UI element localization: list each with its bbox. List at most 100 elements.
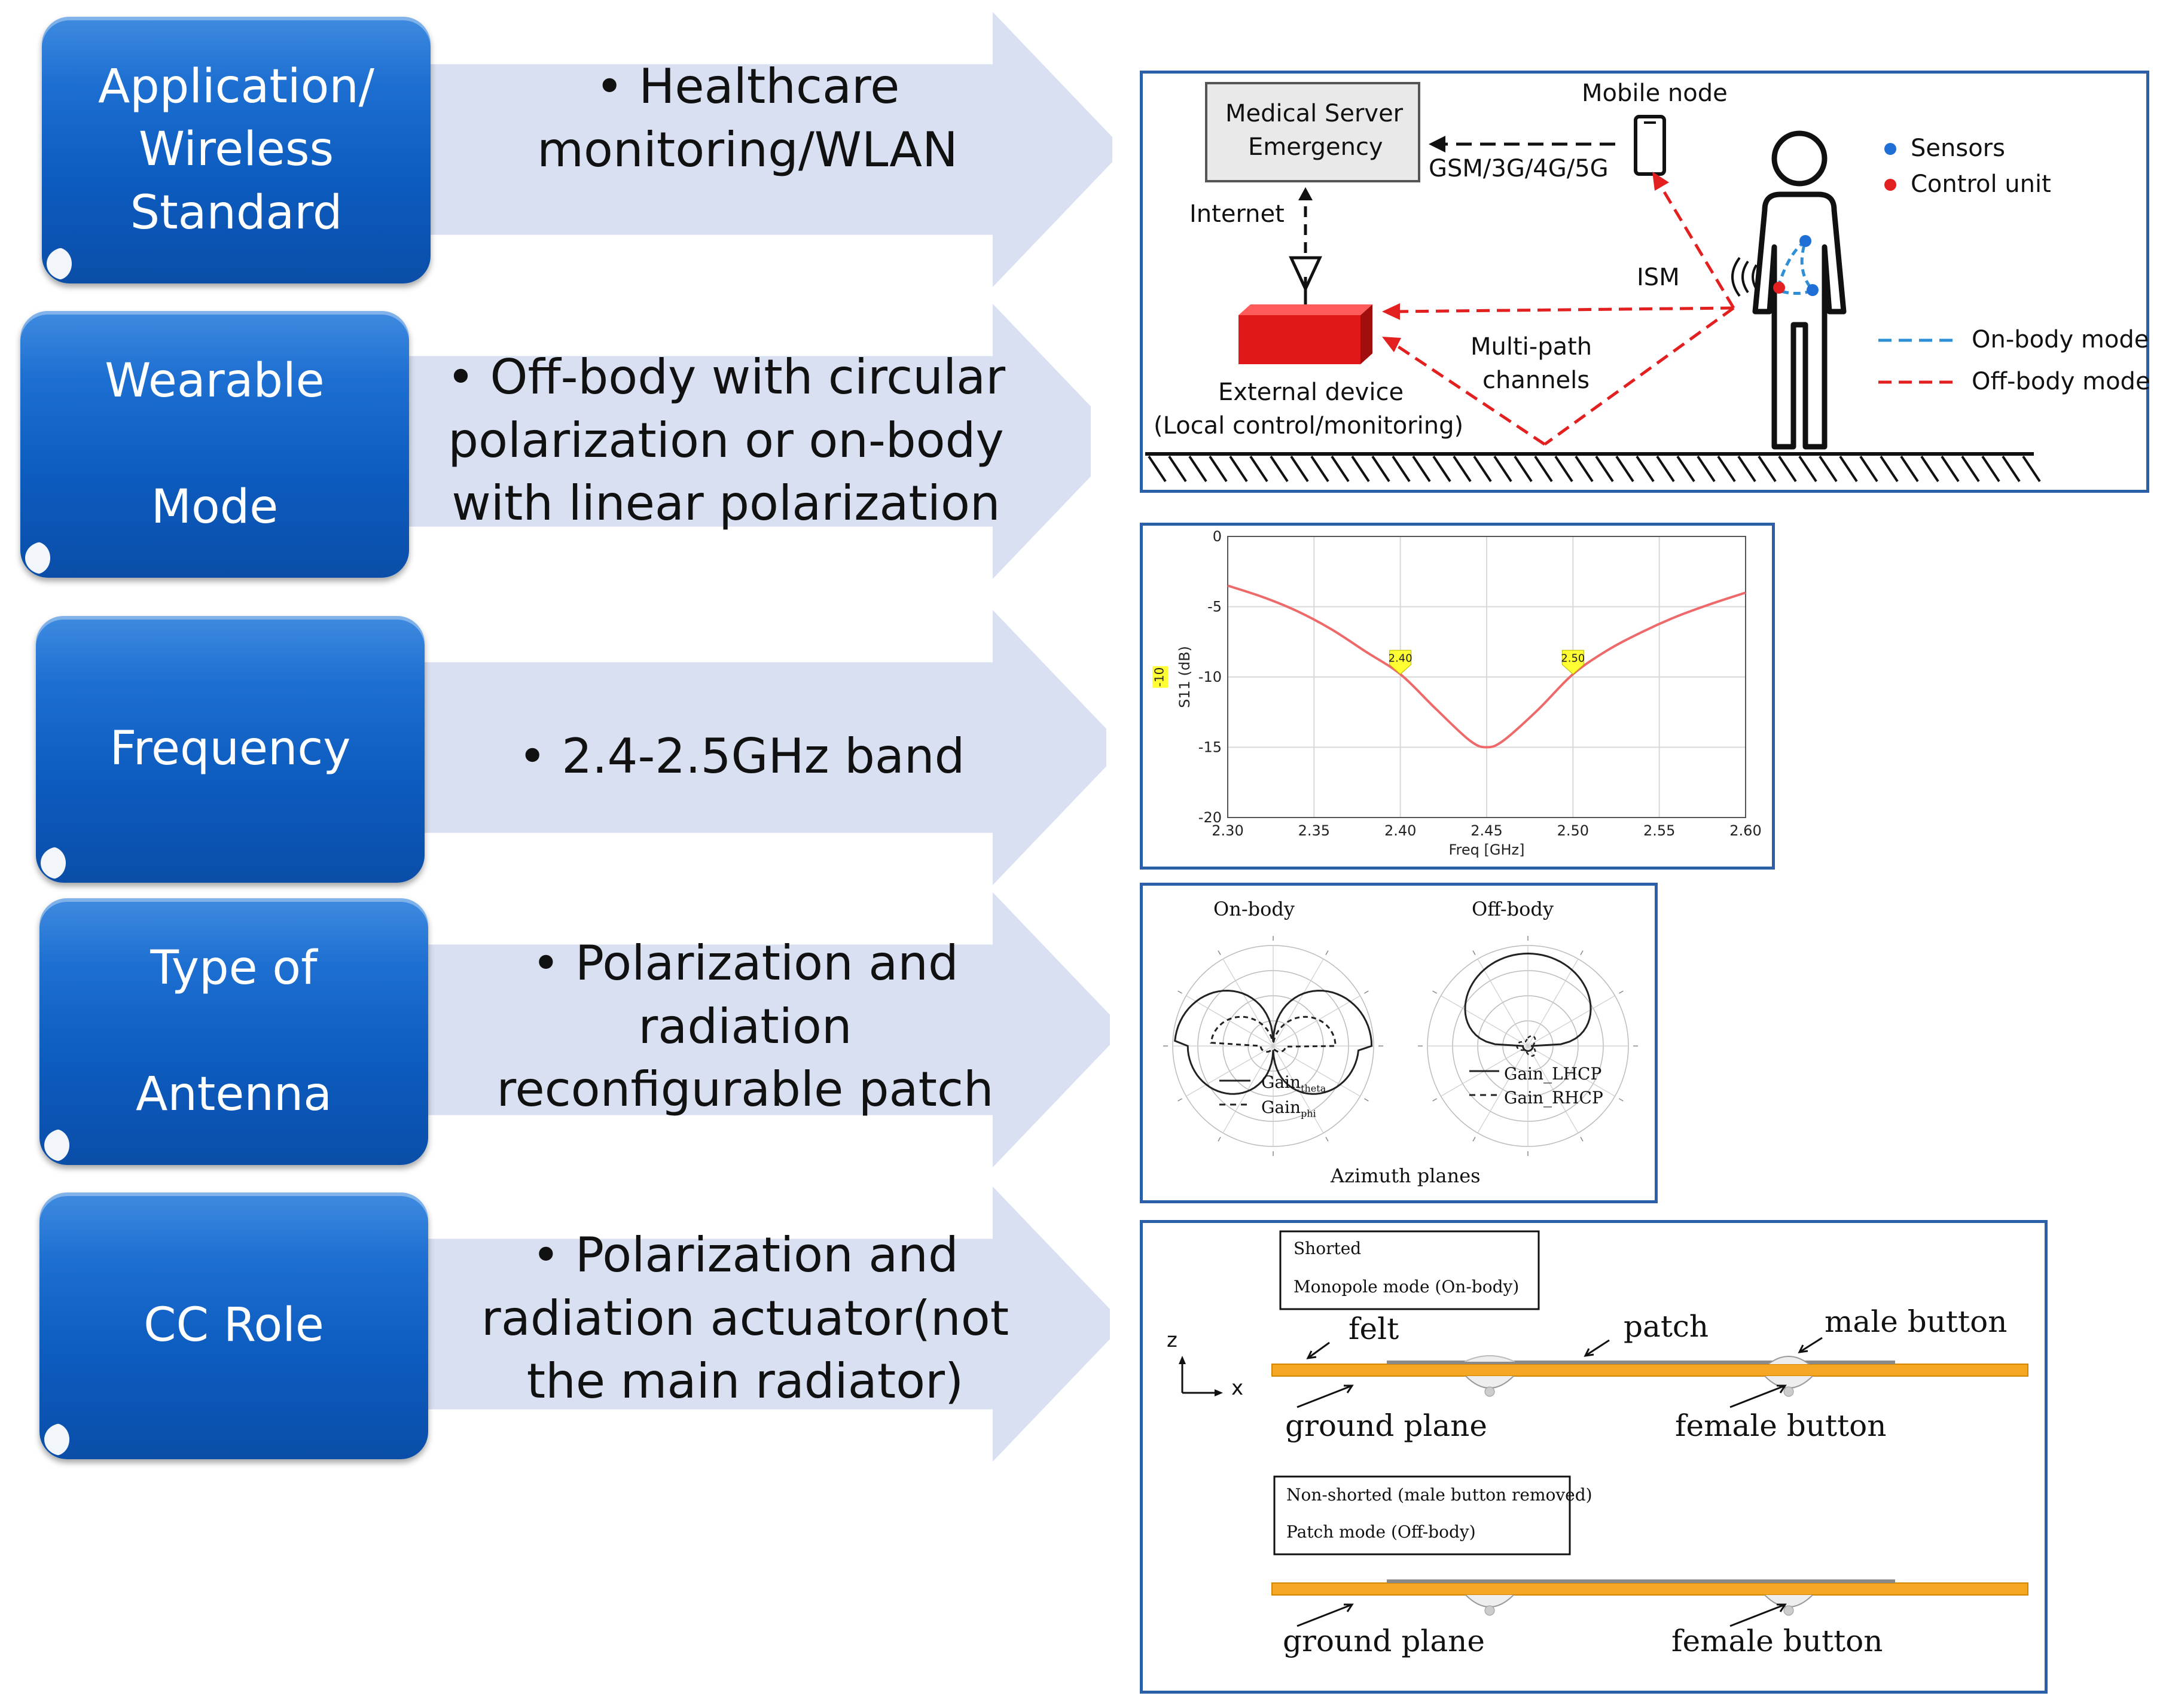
y-tick-label: -20 <box>1198 809 1222 826</box>
gain-lhcp-pattern <box>1464 952 1592 1052</box>
row-arrow-1 <box>395 12 1112 287</box>
x-tick-label: 2.35 <box>1298 822 1330 839</box>
x-tick-label: 2.30 <box>1212 822 1243 839</box>
off-body-link-ground <box>1543 306 1735 446</box>
row-bullet-text: • Polarization and radiation actuator(no… <box>481 1227 1009 1410</box>
mobile-node-icon <box>1634 115 1666 176</box>
felt-layer-bottom <box>1271 1582 2028 1596</box>
external-device-icon <box>1238 315 1360 364</box>
off-body-grid-tick <box>1580 950 1584 955</box>
on-body-grid-tick <box>1218 1137 1221 1142</box>
radiation-patterns <box>1163 936 1638 1156</box>
on-body-grid-tick <box>1177 990 1182 994</box>
on-body-path <box>1776 237 1816 295</box>
gain-lhcp-label: Gain_LHCP <box>1504 1064 1602 1084</box>
internet-label: Internet <box>1189 200 1285 228</box>
row-label: Application/ Wireless Standard <box>97 60 375 240</box>
control-unit-dot <box>1773 282 1785 294</box>
felt-layer-top <box>1271 1364 2028 1377</box>
patch-label: patch <box>1624 1309 1709 1344</box>
gloss-highlight <box>47 248 72 280</box>
row-label-box-4: Type of Antenna <box>39 898 428 1165</box>
patch-mode-label: Patch mode (Off-body) <box>1286 1522 1476 1542</box>
on-body-grid-tick <box>1325 1137 1329 1142</box>
sensor-dot <box>1807 284 1819 296</box>
female-button-bottom-2 <box>1764 1594 1813 1616</box>
medical-server-box <box>1205 82 1420 182</box>
patch-layer-top <box>1387 1361 1895 1364</box>
radiation-pattern-panel: On-body Off-body Gaintheta Gainphi Gain_… <box>1140 883 1658 1203</box>
internet-arrowhead <box>1298 187 1313 200</box>
cellular-label: GSM/3G/4G/5G <box>1429 155 1609 182</box>
pointer-arrows <box>1296 1337 1823 1627</box>
z-axis-label: z <box>1167 1328 1177 1352</box>
marker-flag <box>1389 649 1412 675</box>
row-label: Frequency <box>109 722 351 776</box>
legend-on-body: On-body mode <box>1972 326 2149 353</box>
female-button-top-1 <box>1465 1375 1514 1397</box>
external-device-sublabel: (Local control/monitoring) <box>1154 412 1464 440</box>
on-body-grid-tick <box>1177 1098 1182 1102</box>
y-tick-label: -5 <box>1207 599 1222 615</box>
external-device-label: External device <box>1218 379 1404 406</box>
azimuth-caption: Azimuth planes <box>1331 1164 1481 1187</box>
sensor-dot <box>1799 235 1811 247</box>
patch-layer-bottom <box>1387 1579 1895 1583</box>
gloss-highlight <box>44 1423 69 1456</box>
row-label-box-3: Frequency <box>36 616 425 883</box>
signal-waves-icon <box>1752 264 1758 290</box>
legend-control-unit: Control unit <box>1911 170 2051 198</box>
female-button-label-2: female button <box>1671 1624 1883 1658</box>
off-body-grid-spoke <box>1441 995 1615 1097</box>
gain-phi-pattern <box>1210 1015 1337 1053</box>
y-tick-label: -10 <box>1198 669 1222 685</box>
legend-off-body: Off-body mode <box>1972 368 2150 395</box>
threshold-tag <box>1152 666 1168 688</box>
row-bullet-text: • Polarization and radiation reconfigura… <box>496 935 994 1118</box>
row-label: CC Role <box>144 1298 324 1353</box>
male-button-label: male button <box>1825 1304 2008 1339</box>
felt-label: felt <box>1349 1312 1399 1346</box>
marker-label: 2.40 <box>1389 652 1413 664</box>
female-button-bottom-1 <box>1465 1594 1514 1616</box>
antenna-icon <box>1289 256 1322 292</box>
non-shorted-label: Non-shorted (male button removed) <box>1286 1485 1593 1505</box>
marker-label: 2.50 <box>1561 652 1585 664</box>
gain-rhcp-label: Gain_RHCP <box>1504 1088 1603 1108</box>
multipath-reflection <box>1393 342 1546 446</box>
x-tick-label: 2.55 <box>1643 822 1675 839</box>
off-body-link-device <box>1393 306 1734 313</box>
on-body-grid-spoke <box>1186 995 1360 1097</box>
legend-control-dot <box>1884 179 1896 191</box>
on-body-title: On-body <box>1213 898 1295 920</box>
shorted-mode-box <box>1279 1230 1540 1310</box>
legend-sensors: Sensors <box>1911 135 2005 162</box>
off-body-grid-tick <box>1432 990 1437 994</box>
arrow-shape <box>392 1187 1110 1462</box>
on-body-grid-tick <box>1218 950 1221 955</box>
off-body-grid-tick <box>1619 1098 1624 1102</box>
row-label: Wearable Mode <box>105 354 325 534</box>
person-icon <box>1752 130 1847 450</box>
legend-sensor-dot <box>1884 143 1896 155</box>
server-label-1: Medical Server <box>1225 100 1404 127</box>
on-body-grid-tick <box>1325 950 1329 955</box>
x-tick-label: 2.45 <box>1471 822 1502 839</box>
off-body-grid-tick <box>1472 950 1476 955</box>
y-tick-label: -15 <box>1198 739 1222 756</box>
gain-rhcp-pattern <box>1516 1035 1536 1057</box>
female-button-label-1: female button <box>1675 1408 1887 1443</box>
row-arrow-5 <box>392 1187 1110 1462</box>
arrow-shape <box>395 12 1112 287</box>
y-axis-label: S11 (dB) <box>1176 646 1193 708</box>
x-tick-label: 2.40 <box>1384 822 1416 839</box>
multipath-label-2: channels <box>1482 367 1590 394</box>
gain-theta-label: Gaintheta <box>1261 1072 1326 1094</box>
gain-phi-label: Gainphi <box>1261 1097 1316 1120</box>
plot-frame <box>1227 536 1746 818</box>
system-diagram <box>1145 82 2041 483</box>
arrow-shape <box>389 610 1106 885</box>
mobile-node-label: Mobile node <box>1582 80 1728 107</box>
